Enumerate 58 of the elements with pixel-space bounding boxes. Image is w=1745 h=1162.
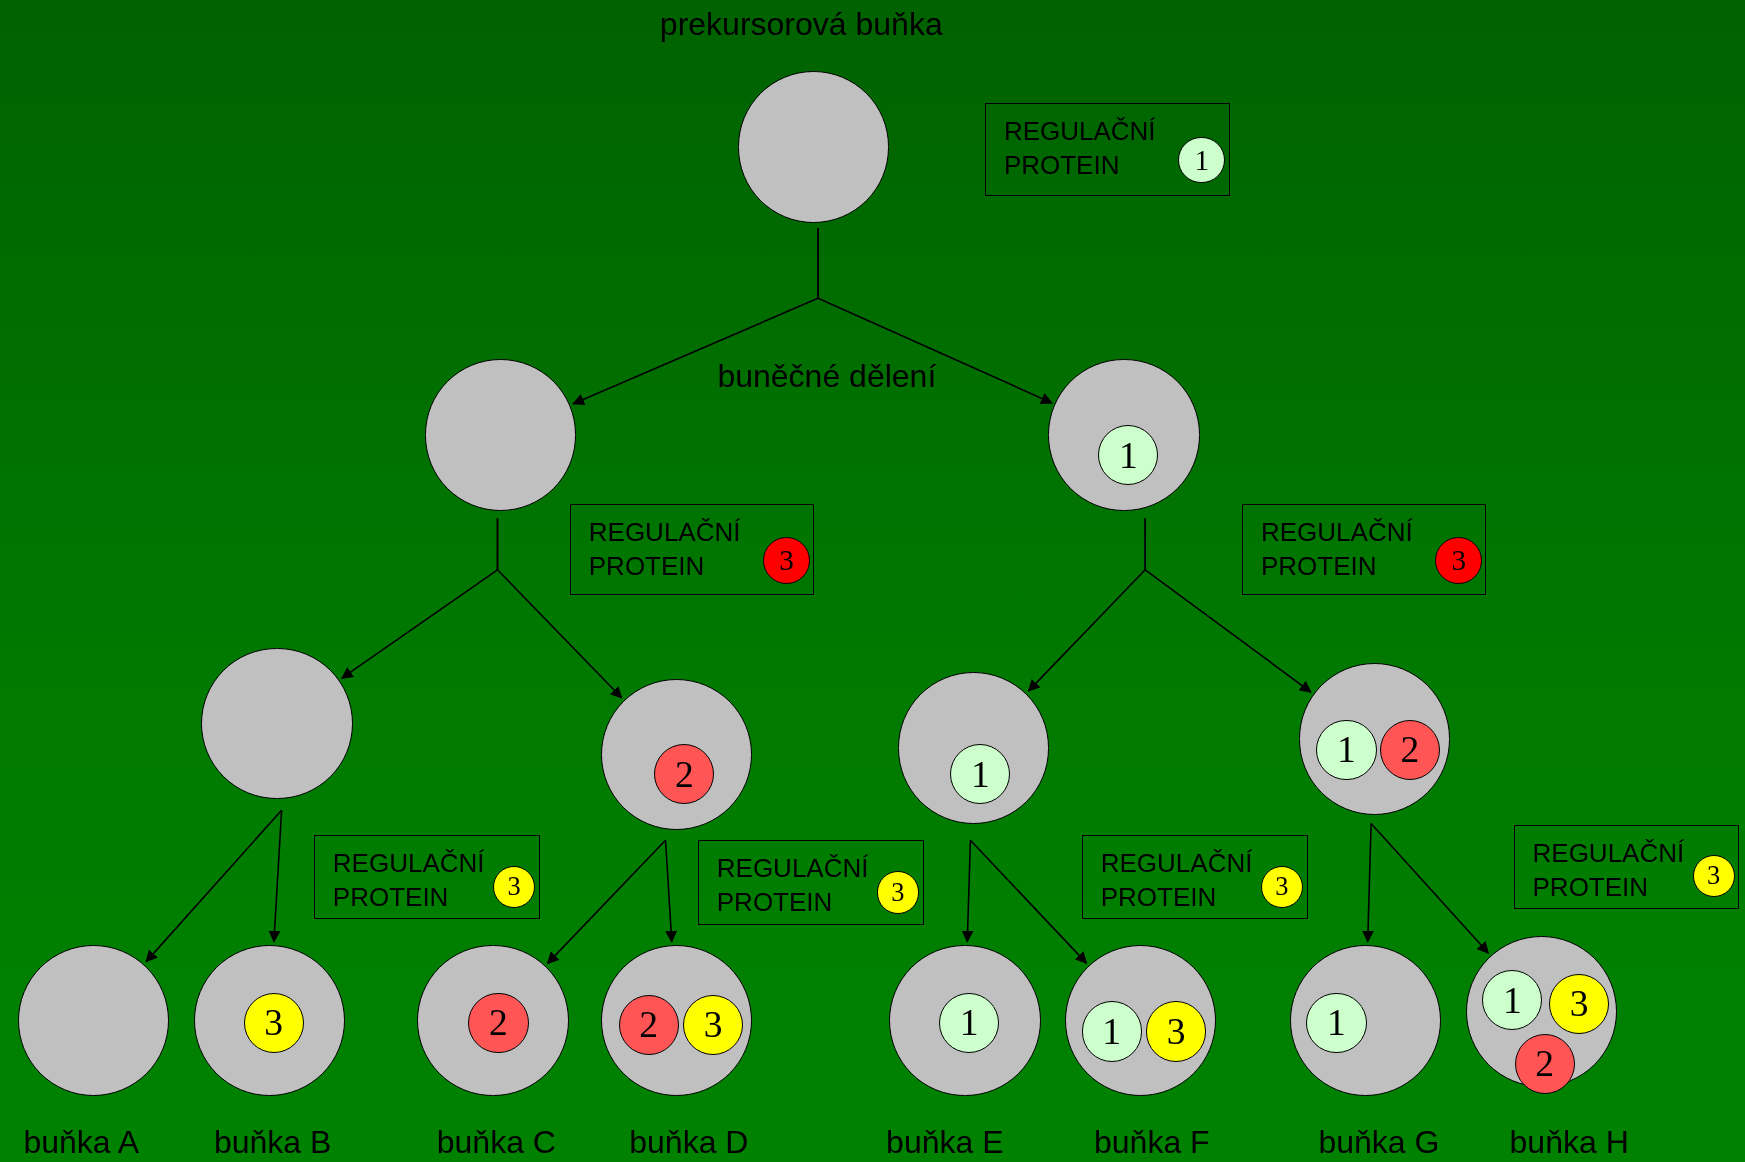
protein-label: REGULAČNÍ PROTEIN [1100, 846, 1254, 914]
protein-marker: 3 [763, 537, 811, 585]
protein-marker: 1 [950, 744, 1011, 805]
protein-marker: 3 [876, 871, 920, 914]
cell-label: buňka D [629, 1124, 749, 1161]
cell-label: buňka E [886, 1124, 1004, 1161]
protein-marker: 2 [618, 994, 679, 1055]
protein-box [1241, 504, 1486, 596]
protein-marker: 1 [1098, 425, 1159, 486]
cell-label: buňka G [1318, 1124, 1440, 1161]
cell-label: prekursorová buňka [659, 5, 943, 43]
arrow [664, 839, 678, 943]
caption-text: buněčné dělení [717, 358, 937, 396]
protein-box [1513, 824, 1740, 910]
arrow [817, 227, 1053, 404]
cell-label: buňka C [436, 1124, 556, 1161]
arrow [145, 809, 283, 963]
protein-marker: 2 [1514, 1033, 1575, 1094]
protein-marker: 2 [468, 992, 529, 1053]
protein-label: REGULAČNÍ PROTEIN [332, 846, 486, 914]
protein-marker: 1 [939, 992, 1000, 1053]
arrow [1370, 822, 1490, 954]
cell-label: buňka B [213, 1124, 332, 1161]
protein-marker: 1 [1482, 970, 1543, 1031]
protein-marker: 1 [1316, 719, 1377, 780]
protein-label: REGULAČNÍ PROTEIN [716, 852, 870, 920]
cell-label: buňka H [1509, 1124, 1629, 1161]
protein-marker: 3 [1692, 854, 1735, 897]
protein-marker: 3 [243, 992, 304, 1053]
protein-marker: 3 [492, 865, 536, 908]
cell-label: buňka F [1094, 1124, 1210, 1161]
arrow [496, 517, 623, 699]
protein-marker: 3 [1146, 1001, 1207, 1062]
protein-marker: 3 [1435, 537, 1483, 585]
protein-marker: 2 [1379, 719, 1440, 780]
protein-label: REGULAČNÍ PROTEIN [1532, 836, 1686, 904]
arrow [546, 839, 667, 965]
protein-box [697, 840, 924, 925]
protein-label: REGULAČNÍ PROTEIN [588, 516, 742, 584]
protein-box [313, 834, 540, 920]
protein-label: REGULAČNÍ PROTEIN [1260, 516, 1414, 584]
arrow [1144, 517, 1312, 693]
protein-box [569, 504, 814, 596]
protein-marker: 1 [1081, 1001, 1142, 1062]
protein-box [984, 103, 1230, 196]
protein-marker: 3 [683, 994, 744, 1055]
arrow [961, 839, 974, 943]
protein-marker: 1 [1306, 992, 1367, 1053]
protein-marker: 1 [1178, 136, 1226, 184]
protein-box [1081, 834, 1308, 920]
protein-marker: 2 [654, 744, 715, 805]
protein-marker: 3 [1260, 865, 1304, 908]
arrow [969, 839, 1088, 964]
cell-label: buňka A [23, 1124, 140, 1161]
protein-label: REGULAČNÍ PROTEIN [1003, 115, 1157, 183]
arrow [268, 809, 283, 943]
arrow [1362, 822, 1374, 943]
protein-marker: 3 [1549, 973, 1610, 1034]
